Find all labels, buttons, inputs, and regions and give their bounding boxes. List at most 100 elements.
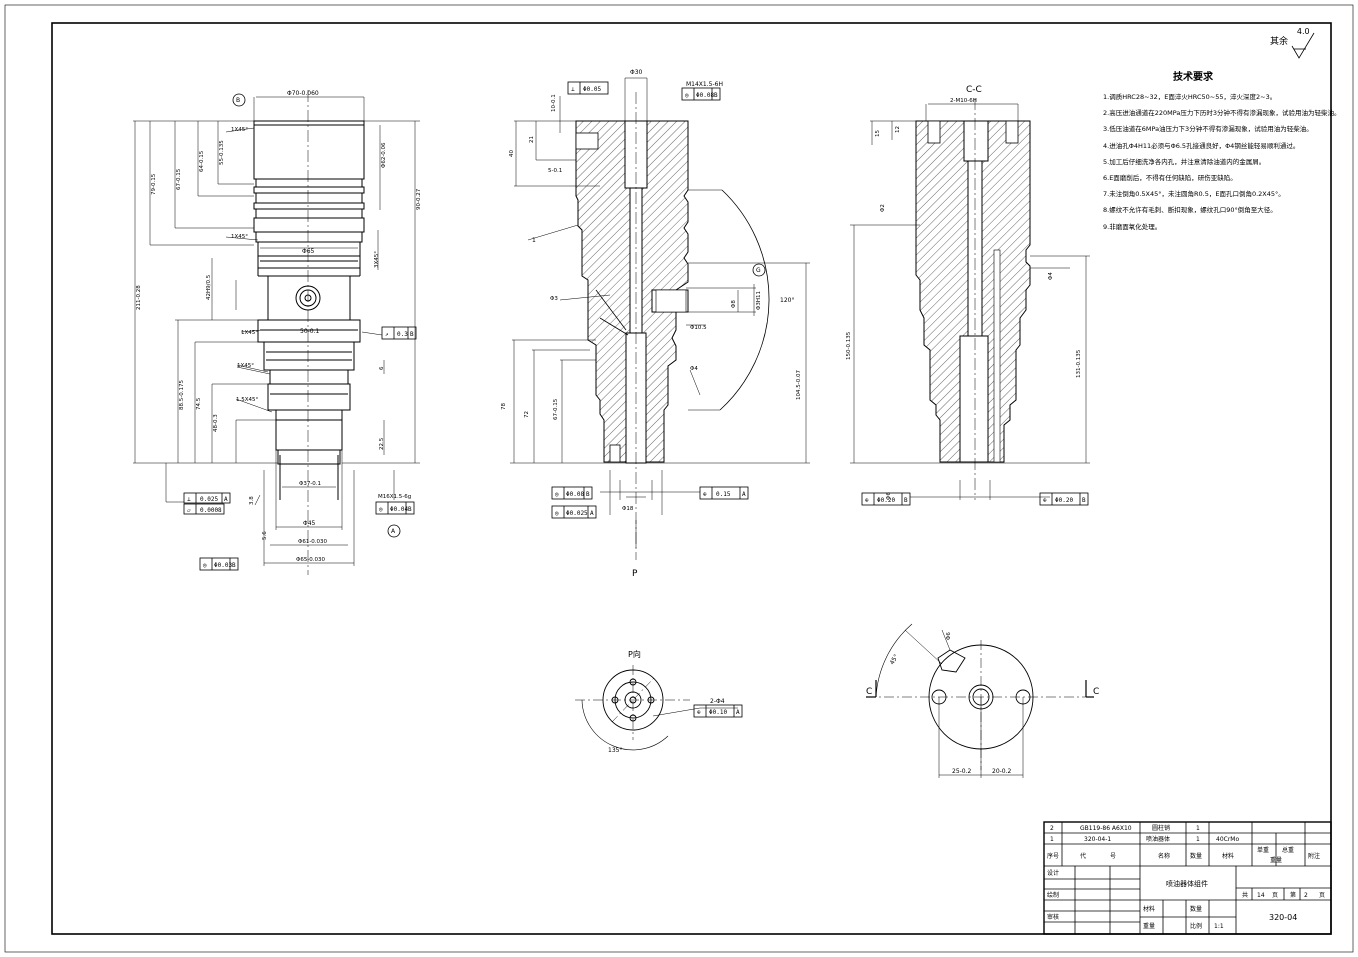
view-arrow-p: P	[632, 569, 638, 579]
title-block	[1043, 821, 1332, 935]
dim-phi3: Φ3	[550, 296, 558, 302]
dim-64: 64-0.15	[199, 150, 205, 172]
dim-67: 67-0.15	[176, 168, 182, 190]
fcf-coax-0-03: Φ0.03	[214, 562, 232, 569]
lbl-check: 审核	[1047, 913, 1059, 921]
thread-2-m10: 2-M10-6H	[950, 98, 977, 104]
middle-dimension-lines	[510, 77, 810, 548]
dim-phi2: Φ2	[880, 204, 886, 212]
cc-fcf-text: ⊕ Φ0.20 B ⊕ Φ0.20 B	[865, 497, 1086, 504]
svg-text:A: A	[736, 709, 740, 716]
svg-text:B: B	[410, 331, 414, 338]
part-name: 喷油器体组件	[1166, 879, 1208, 888]
dim-phi8: Φ8	[731, 300, 737, 308]
datum-g-label: G	[756, 267, 761, 274]
dim-5-6: 5.6	[262, 531, 268, 540]
dim-21: 21	[529, 136, 535, 143]
fcf-coax-0-08-top: Φ0.08	[696, 92, 714, 99]
dim-22-5: 22.5	[379, 437, 385, 450]
dim-10: 10-0.1	[551, 94, 557, 112]
lbl-material: 材料	[1143, 905, 1155, 913]
thread-m14: M14X1.5-6H	[686, 81, 723, 88]
svg-text:⊕: ⊕	[703, 491, 707, 498]
p-view-text: P向 135° 2-Φ4 ⊕ Φ0.10 A	[608, 649, 740, 754]
svg-text:◎: ◎	[555, 510, 559, 517]
dim-20: 20-0.2	[992, 768, 1012, 775]
dim-phi30: Φ30	[630, 69, 643, 76]
dim-phi70: Φ70-0.060	[287, 90, 319, 97]
dim-42h9: 42H9/0.5	[206, 274, 212, 300]
dim-25: 25-0.2	[952, 768, 972, 775]
dim-6: 6	[379, 366, 385, 370]
hdr-remark: 附注	[1308, 852, 1320, 860]
dim-211: 211-0.28	[136, 285, 142, 310]
cc-section-view	[915, 98, 1031, 500]
hdr-code-b: 号	[1110, 853, 1116, 860]
fcf-runout-0-3: 0.3	[397, 331, 408, 338]
note-item: 7.未注倒角0.5X45°，未注圆角R0.5，E面孔口倒角0.2X45°。	[1103, 190, 1285, 199]
dim-50: 50-0.1	[300, 328, 320, 335]
dim-chamfer-1: 1X45°	[231, 127, 248, 133]
dim-phi37: Φ37-0.1	[299, 481, 321, 487]
hdr-qty: 数量	[1190, 852, 1202, 860]
svg-text:A: A	[590, 510, 594, 517]
middle-fcf	[551, 81, 749, 519]
row-1-name: 喷油器体	[1146, 835, 1170, 843]
dim-phi6: Φ6	[886, 492, 892, 500]
roughness-label: 其余	[1270, 37, 1289, 47]
fcf-coax-0-025: Φ0.025	[566, 510, 588, 517]
sheet-page-label: 页	[1272, 892, 1278, 899]
datum-b-circle	[232, 93, 246, 107]
hdr-code-a: 代	[1080, 852, 1086, 860]
dim-phi4-cc: Φ4	[1048, 272, 1054, 280]
p-view	[575, 665, 743, 751]
note-item: 9.非磨面氧化处理。	[1103, 222, 1162, 231]
cc-dimension-text: C-C 2-M10-6H 15 12 Φ2 Φ4 150-0.135 131-0…	[846, 85, 1082, 500]
inner-frame	[51, 22, 1332, 935]
row-1-code: 320-04-1	[1084, 836, 1111, 843]
sheet-no-label: 第	[1290, 891, 1296, 899]
fcf-coax-0-04: Φ0.04	[390, 506, 408, 513]
middle-fcf-text: ⊥ Φ0.05 ◎ Φ0.08 B ◎ Φ0.08 B ◎ Φ0.025 A ⊕…	[555, 86, 746, 517]
dim-90: 90-0.27	[416, 188, 422, 210]
svg-text:◎: ◎	[203, 562, 207, 569]
roughness-symbol	[1291, 32, 1315, 59]
view-label-p: P向	[628, 649, 641, 659]
dim-131: 131-0.135	[1076, 349, 1082, 378]
note-item: 2.高压进油通道在220MPa压力下历时3分钟不得有渗漏现象，试验用油为轻柴油。	[1103, 109, 1341, 118]
dim-chamfer-4: 1X45°	[237, 363, 254, 369]
end-view	[866, 623, 1094, 778]
row-2-no: 2	[1050, 825, 1054, 832]
dim-15: 15	[875, 130, 881, 137]
cut-label-left: C	[866, 687, 872, 697]
note-item: 3.低压油道在6MPa油压力下3分钟不得有渗漏现象，试验用油为轻柴油。	[1103, 125, 1313, 134]
fcf-pos-cc-left: Φ0.20	[877, 497, 895, 504]
dim-150: 150-0.135	[846, 331, 852, 360]
svg-text:↗: ↗	[385, 331, 389, 338]
dim-104-5: 104.5-0.07	[796, 370, 802, 400]
dim-12: 12	[895, 126, 901, 133]
lbl-scale: 比例	[1190, 922, 1202, 930]
dim-phi4: Φ4	[690, 366, 698, 372]
svg-text:⊥: ⊥	[571, 86, 575, 93]
dim-phi61: Φ61-0.030	[298, 539, 328, 545]
svg-text:B: B	[1082, 497, 1086, 504]
svg-text:⊕: ⊕	[865, 497, 869, 504]
cc-dimension-lines	[850, 103, 1090, 500]
datum-b-label: B	[236, 97, 240, 104]
dim-phi3h11: Φ3H11	[756, 291, 762, 310]
fcf-perp-0-05: Φ0.05	[583, 86, 601, 93]
hdr-material: 材料	[1222, 852, 1234, 860]
datum-a-circle	[387, 524, 401, 538]
hdr-unit: 单重	[1257, 846, 1269, 854]
scale-value: 1:1	[1214, 923, 1224, 930]
dim-79: 79-0.15	[151, 173, 157, 195]
note-item: 6.E面磨削后，不得有任何缺陷，研伤亚缺陷。	[1103, 173, 1237, 182]
hdr-name: 名称	[1158, 852, 1170, 860]
fcf-coax-0-08: Φ0.08	[566, 491, 584, 498]
lbl-design: 设计	[1047, 869, 1059, 877]
svg-text:A: A	[224, 496, 228, 503]
dim-88-5: 88.5-0.175	[179, 380, 185, 410]
drawing-number: 320-04	[1269, 913, 1297, 922]
